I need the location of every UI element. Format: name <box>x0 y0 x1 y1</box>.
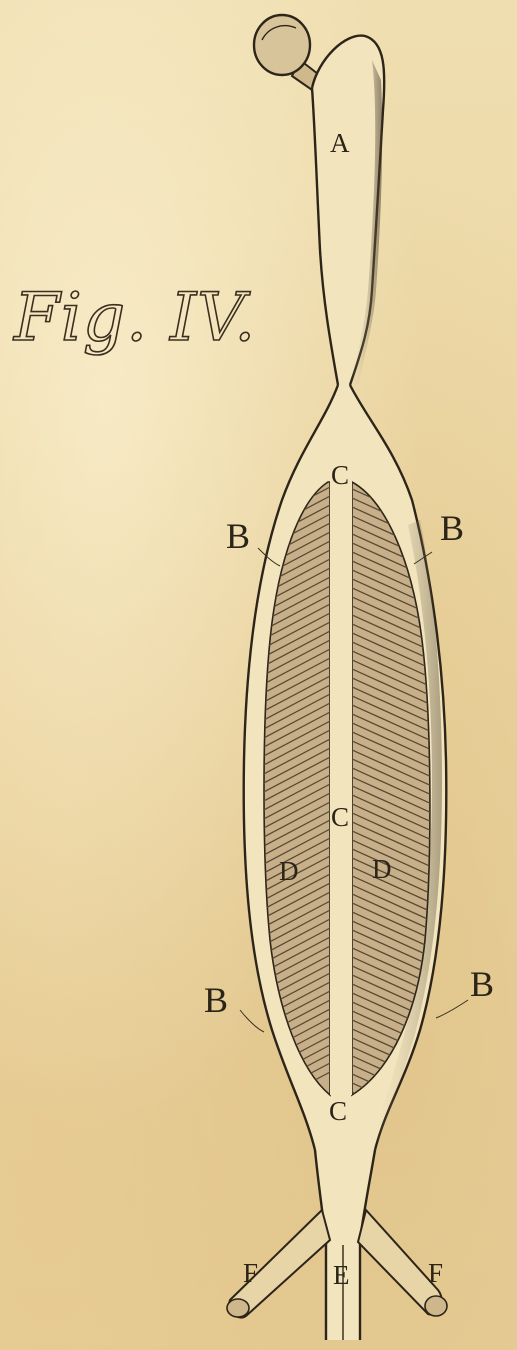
label-c-middle: C <box>331 802 349 832</box>
label-c-bottom: C <box>329 1096 347 1126</box>
label-c-top: C <box>331 460 349 490</box>
label-f-left: F <box>243 1258 258 1288</box>
label-b-lower-right: B <box>470 964 494 1004</box>
label-f-right: F <box>428 1258 443 1288</box>
label-b-upper-right: B <box>440 508 464 548</box>
pin-head <box>254 15 310 75</box>
central-tendon <box>330 480 352 1095</box>
figure-title: Fig. IV. <box>13 279 256 356</box>
label-e: E <box>333 1260 350 1290</box>
label-d-right: D <box>372 854 392 884</box>
label-b-upper-left: B <box>226 516 250 556</box>
label-b-lower-left: B <box>204 980 228 1020</box>
upper-tendon <box>312 36 384 385</box>
label-d-left: D <box>279 856 299 886</box>
label-a: A <box>330 128 350 158</box>
